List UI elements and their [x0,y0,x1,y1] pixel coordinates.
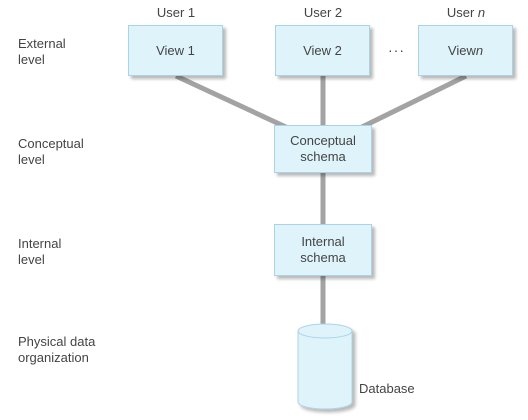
user-label-n-prefix: User [446,5,478,20]
view-box-1: View 1 [128,25,223,76]
level-label-internal: Internal level [18,236,62,267]
internal-schema-box: Internal schema [274,224,372,276]
user-label-2: User 2 [303,5,343,20]
view-box-n-prefix: View [447,42,476,58]
views-ellipsis: ··· [388,42,405,58]
view-box-n: View n [418,25,513,76]
view-box-n-suffix: n [475,42,484,58]
conceptual-schema-box: Conceptual schema [274,125,372,173]
connector-viewn-conceptual [358,73,468,131]
level-label-physical: Physical data organization [18,334,96,365]
user-label-n: User n [420,5,512,20]
level-label-conceptual: Conceptual level [18,136,84,167]
user-label-n-suffix: n [477,5,486,20]
database-label: Database [359,381,415,396]
view-box-2: View 2 [275,25,370,76]
user-label-1: User 1 [156,5,196,20]
level-label-external: External level [18,36,66,67]
connector-view1-conceptual [174,73,290,131]
